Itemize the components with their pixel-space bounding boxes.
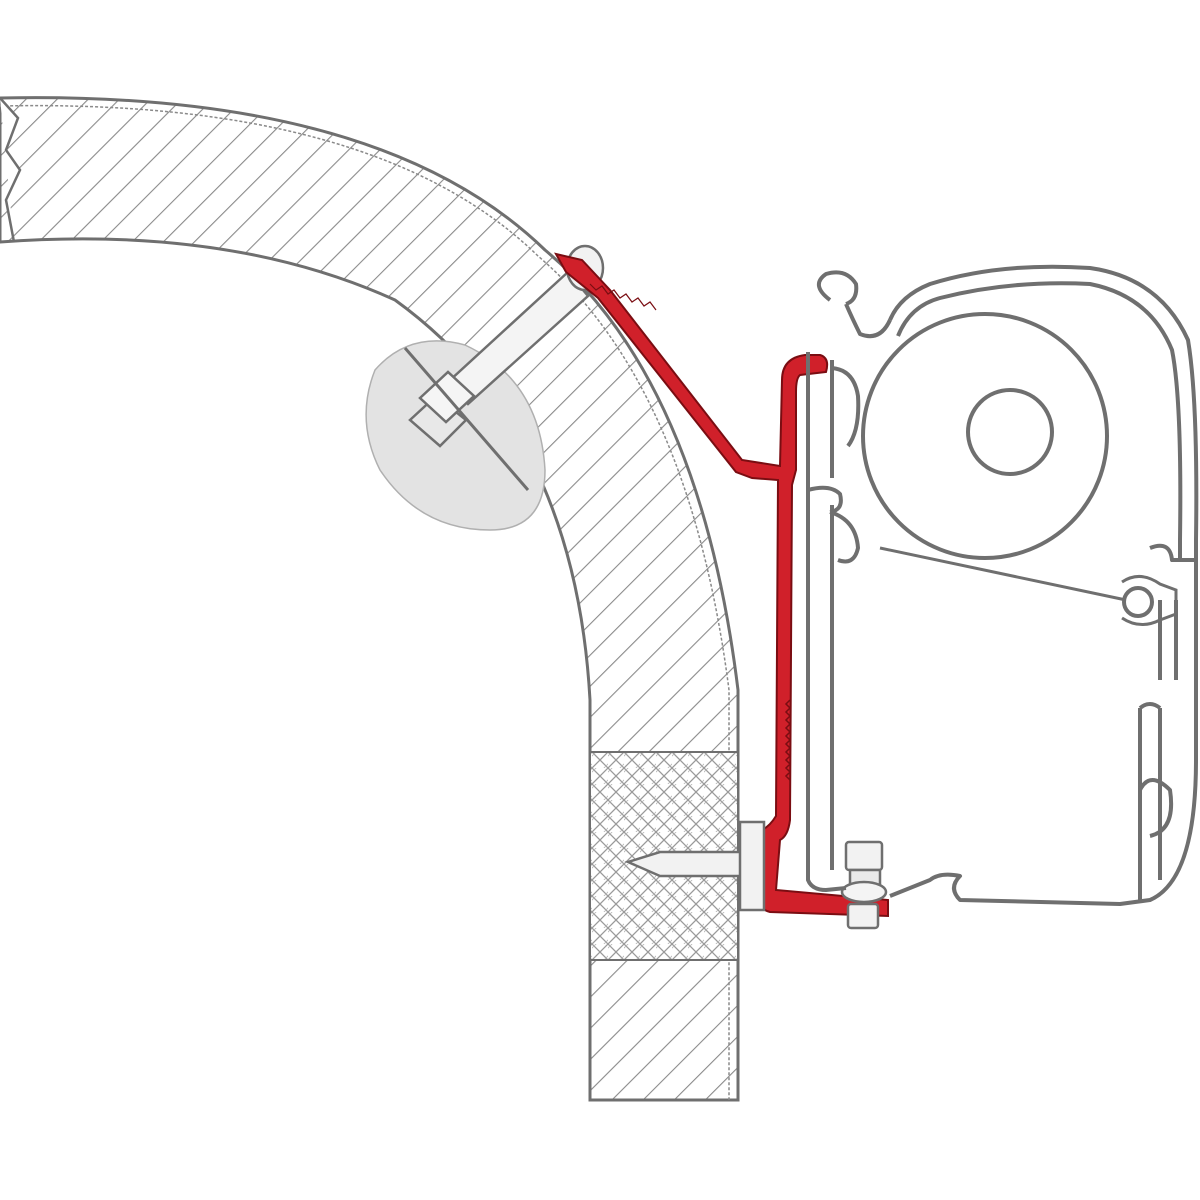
curved-roof-wall-section — [0, 96, 740, 1102]
bolt-and-nut — [403, 244, 605, 491]
wall-screw — [624, 820, 766, 912]
bolt-backing-plate — [365, 340, 546, 531]
awning-case-profile — [806, 264, 1199, 906]
awning-fabric-roller — [861, 312, 1178, 626]
bottom-bolt — [840, 840, 888, 930]
